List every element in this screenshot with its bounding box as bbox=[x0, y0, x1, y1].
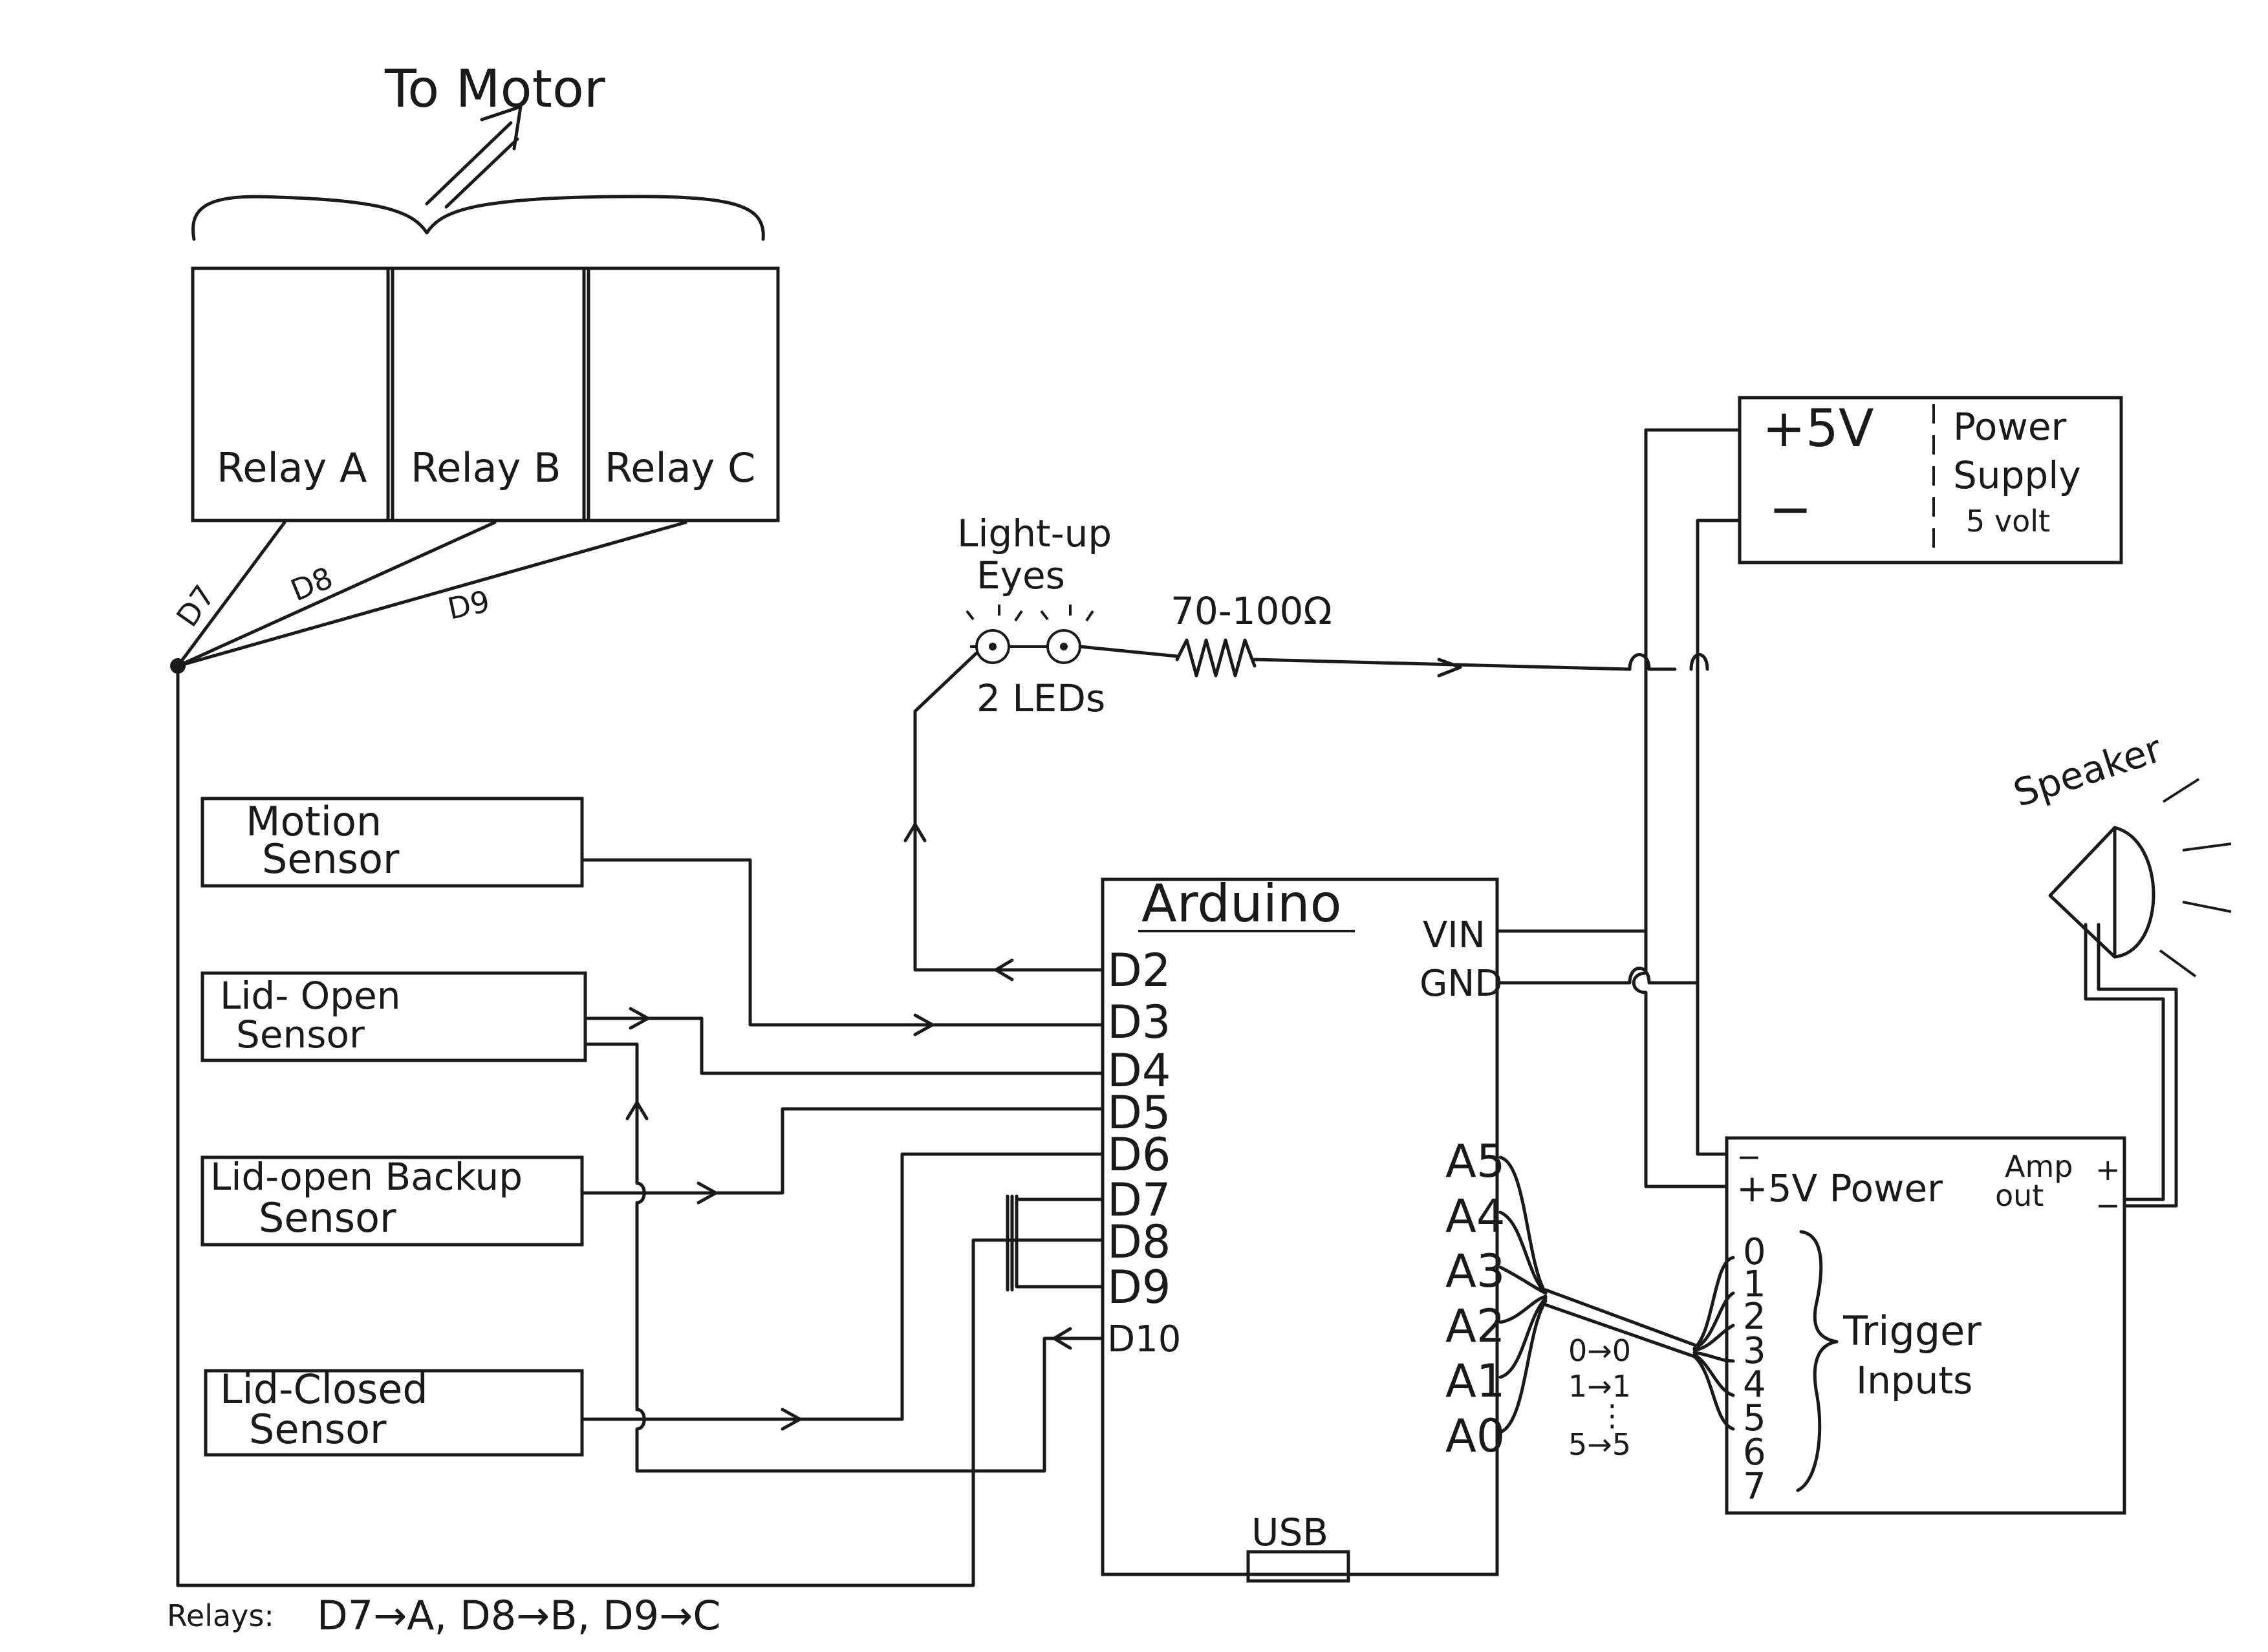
gnd-wire bbox=[1495, 967, 1700, 985]
sound-board-box bbox=[1725, 1136, 2126, 1515]
eyes-label-line2: Eyes bbox=[977, 553, 1065, 597]
sound-board-power: +5V Power bbox=[1736, 1166, 1943, 1210]
eyes-to-vin-wire bbox=[1078, 645, 1677, 671]
speaker-icon bbox=[2048, 778, 2232, 978]
arduino-pin-d9: D9 bbox=[1107, 1261, 1171, 1314]
plus5v-rail bbox=[1632, 428, 1742, 1188]
arduino-pin-a3: A3 bbox=[1445, 1245, 1505, 1298]
relay-b-label: Relay B bbox=[411, 444, 561, 491]
lid-open-backup-sensor-box bbox=[200, 1155, 584, 1247]
trigger-pin-4: 4 bbox=[1743, 1364, 1766, 1406]
arduino-pin-a2: A2 bbox=[1445, 1300, 1505, 1353]
lid-open-return-wire bbox=[583, 1042, 1105, 1473]
power-supply-minus: − bbox=[1769, 479, 1812, 539]
amp-out-line1: Amp bbox=[2005, 1149, 2073, 1184]
motion-to-d3-wire bbox=[580, 858, 1105, 1027]
to-motor-label: To Motor bbox=[384, 59, 605, 119]
trigger-pin-1: 1 bbox=[1743, 1263, 1766, 1305]
arduino-pin-a4: A4 bbox=[1445, 1190, 1505, 1243]
relay-block bbox=[191, 266, 780, 522]
power-supply-plus: +5V bbox=[1762, 398, 1874, 458]
d2-to-eyes-wire bbox=[913, 651, 1105, 972]
leds-label: 2 LEDs bbox=[977, 676, 1105, 720]
power-supply-label-line1: Power bbox=[1953, 405, 2067, 449]
footer-relays-prefix: Relays: bbox=[167, 1598, 274, 1633]
resistor-symbol bbox=[1175, 638, 1257, 678]
trigger-inputs-line2: Inputs bbox=[1856, 1358, 1972, 1402]
power-supply-label-line3: 5 volt bbox=[1966, 504, 2050, 539]
arduino-board bbox=[1101, 877, 1499, 1576]
arduino-pin-a5: A5 bbox=[1445, 1135, 1505, 1188]
speaker-label: Speaker bbox=[2008, 727, 2167, 816]
motion-sensor-line2: Sensor bbox=[262, 835, 400, 883]
lid-closed-sensor-line2: Sensor bbox=[249, 1406, 387, 1453]
trigger-inputs-line1: Trigger bbox=[1842, 1307, 1982, 1355]
trigger-pin-3: 3 bbox=[1743, 1330, 1766, 1372]
amp-plus: + bbox=[2095, 1152, 2121, 1187]
mapping-dots: ⋮ bbox=[1597, 1398, 1627, 1433]
arduino-pin-d5: D5 bbox=[1107, 1086, 1171, 1139]
lid-closed-sensor-box bbox=[204, 1369, 584, 1457]
footer-relays-mapping: D7→A, D8→B, D9→C bbox=[317, 1592, 720, 1639]
amp-minus: − bbox=[2095, 1188, 2121, 1223]
sound-board-minus: − bbox=[1736, 1139, 1762, 1174]
lid-closed-to-d6-wire bbox=[580, 1152, 1105, 1421]
resistor-label: 70-100Ω bbox=[1171, 589, 1332, 633]
arduino-pin-vin: VIN bbox=[1423, 914, 1485, 956]
power-supply-label-line2: Supply bbox=[1953, 453, 2081, 497]
lid-open-backup-line2: Sensor bbox=[259, 1194, 396, 1241]
lid-open-sensor-line1: Lid- Open bbox=[220, 974, 401, 1018]
relay-c-label: Relay C bbox=[605, 444, 755, 491]
arduino-pin-d6: D6 bbox=[1107, 1128, 1171, 1181]
trigger-brace bbox=[1796, 1230, 1839, 1492]
arduino-pin-d4: D4 bbox=[1107, 1044, 1171, 1097]
backup-to-d5-wire bbox=[580, 1107, 1105, 1195]
trigger-pin-6: 6 bbox=[1743, 1432, 1766, 1474]
relay-wire-d9-label: D9 bbox=[444, 583, 493, 626]
amp-out-line2: out bbox=[1995, 1178, 2044, 1213]
speaker-wires bbox=[2084, 923, 2178, 1208]
motor-arrow bbox=[425, 105, 523, 209]
usb-label: USB bbox=[1251, 1510, 1328, 1554]
mapping-line3: 5→5 bbox=[1568, 1427, 1631, 1462]
lid-open-backup-line1: Lid-open Backup bbox=[210, 1155, 523, 1199]
arduino-pin-gnd: GND bbox=[1420, 963, 1502, 1005]
arduino-pin-d2: D2 bbox=[1107, 944, 1171, 997]
arduino-pin-d3: D3 bbox=[1107, 996, 1171, 1049]
arduino-pin-a0: A0 bbox=[1445, 1410, 1505, 1463]
relay-wires bbox=[170, 520, 687, 674]
arduino-pin-d10: D10 bbox=[1107, 1318, 1181, 1360]
lid-open-sensor-line2: Sensor bbox=[236, 1013, 365, 1057]
trigger-pin-2: 2 bbox=[1743, 1296, 1766, 1338]
power-supply-box bbox=[1738, 396, 2123, 564]
arduino-pin-d8: D8 bbox=[1107, 1216, 1171, 1269]
relay-wire-d7-label: D7 bbox=[169, 579, 222, 633]
lid-closed-sensor-line1: Lid-Closed bbox=[220, 1366, 428, 1413]
relay-wire-d8-label: D8 bbox=[286, 560, 338, 608]
eyes-label-line1: Light-up bbox=[957, 511, 1112, 555]
arduino-pin-a1: A1 bbox=[1445, 1355, 1505, 1408]
motion-sensor-box bbox=[200, 797, 584, 888]
usb-port bbox=[1246, 1550, 1350, 1583]
mapping-line2: 1→1 bbox=[1568, 1369, 1631, 1404]
mapping-line1: 0→0 bbox=[1568, 1333, 1631, 1368]
arduino-pin-d7: D7 bbox=[1107, 1174, 1171, 1227]
trigger-pin-5: 5 bbox=[1743, 1397, 1766, 1439]
relay-brace bbox=[191, 195, 765, 241]
arduino-title: Arduino bbox=[1141, 874, 1342, 934]
analog-bundle-wires bbox=[1498, 1155, 1735, 1434]
trigger-pin-7: 7 bbox=[1743, 1466, 1766, 1508]
gnd-rail bbox=[1696, 519, 1742, 1156]
motion-sensor-line1: Motion bbox=[246, 798, 382, 845]
trigger-pin-0: 0 bbox=[1743, 1231, 1766, 1273]
led-eyes bbox=[966, 605, 1094, 664]
relay-a-label: Relay A bbox=[217, 444, 367, 491]
lid-open-to-d4-wire bbox=[583, 1016, 1105, 1075]
